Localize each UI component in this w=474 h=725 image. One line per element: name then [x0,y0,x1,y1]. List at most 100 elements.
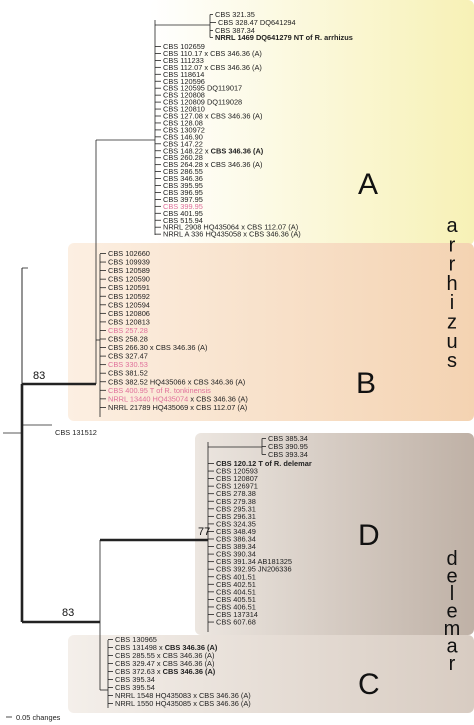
taxon-label: CBS 390.34 [216,550,256,559]
taxon-label: CBS 130972 [163,125,205,134]
taxon-label: CBS 346.36 [163,174,203,183]
taxon-label: CBS 386.34 [216,535,256,544]
taxon-label: CBS 405.51 [216,595,256,604]
taxon-label: CBS 111233 [163,56,204,65]
taxon-label: CBS 120590 [108,275,150,284]
taxon-label: CBS 264.28 x CBS 346.36 (A) [163,160,262,169]
species-letter: e [446,566,457,588]
taxon-label: CBS 128.08 [163,118,203,127]
taxon-label: CBS 278.38 [216,489,256,498]
taxon-label: CBS 148.22 x CBS 346.36 (A) [163,146,264,155]
taxon-label: NRRL 1548 HQ435083 x CBS 346.36 (A) [115,691,251,700]
taxon-label: CBS 120594 [108,300,150,309]
taxon-label-outlier: CBS 131512 [55,428,97,437]
clade-b-background [68,243,474,421]
taxon-label: CBS 406.51 [216,602,256,611]
taxon-label: CBS 515.94 [163,216,203,225]
species-letter: l [450,583,454,605]
taxon-label: CBS 120591 [108,283,150,292]
taxon-label: CBS 120806 [108,309,150,318]
species-letter: s [447,350,457,372]
support-value-clade-d: 77 [198,526,210,538]
taxon-label: CBS 391.34 AB181325 [216,557,292,566]
taxon-label: CBS 401.95 [163,209,203,218]
species-letter: z [447,312,457,334]
taxon-label: CBS 295.31 [216,504,256,513]
taxon-label: CBS 120593 [216,467,258,476]
taxon-label: CBS 395.95 [163,181,203,190]
species-letter: r [449,234,456,256]
clade-c-background [68,635,474,713]
taxon-label: CBS 327.47 [108,352,148,361]
taxon-label: CBS 392.95 JN206336 [216,565,292,574]
taxon-label: CBS 387.34 [215,26,255,35]
support-value-delemar: 83 [62,607,74,619]
taxon-label: NRRL 1550 HQ435085 x CBS 346.36 (A) [115,699,251,708]
clade-label-a: A [358,168,378,201]
taxon-label-part: CBS 148.22 x [163,146,211,155]
taxon-label: CBS 120807 [216,474,258,483]
taxon-label: CBS 120592 [108,292,150,301]
taxon-label: CBS 266.30 x CBS 346.36 (A) [108,343,207,352]
taxon-label-part: NRRL 13440 HQ435074 [108,394,188,403]
taxon-label: CBS 324.35 [216,519,256,528]
taxon-label: NRRL 21789 HQ435069 x CBS 112.07 (A) [108,403,247,412]
taxon-label: CBS 120809 DQ119028 [163,98,242,107]
taxon-label-part: CBS 346.36 (A) [165,643,218,652]
species-letter: m [444,618,461,640]
taxon-label: CBS 102660 [108,249,150,258]
taxon-label: CBS 285.55 x CBS 346.36 (A) [115,651,214,660]
taxon-label-part: CBS 346.36 (A) [163,667,216,676]
taxon-label: CBS 120813 [108,317,150,326]
taxon-label: CBS 127.08 x CBS 346.36 (A) [163,112,262,121]
taxon-label: CBS 147.22 [163,139,203,148]
taxon-label: CBS 395.54 [115,683,155,692]
taxon-label: NRRL 2908 HQ435064 x CBS 112.07 (A) [163,223,298,232]
taxon-label-part: CBS 372.63 x [115,667,163,676]
taxon-label: CBS 402.51 [216,580,256,589]
taxon-label: CBS 120.12 T of R. delemar [216,459,312,468]
taxon-label: CBS 607.68 [216,618,256,627]
tree-branches [3,20,209,708]
taxon-label: CBS 399.95 [163,202,203,211]
taxon-label: CBS 258.28 [108,335,148,344]
taxon-label: CBS 120595 DQ119017 [163,84,242,93]
taxon-label: CBS 120810 [163,105,205,114]
scale-label: 0.05 changes [16,713,61,722]
clade-a-background [150,0,474,245]
clade-label-b: B [356,367,376,400]
clade-label-d: D [358,519,380,552]
taxon-label: CBS 382.52 HQ435066 x CBS 346.36 (A) [108,377,245,386]
taxon-label: CBS 120596 [163,77,205,86]
taxon-label: CBS 321.35 [215,10,255,19]
species-letter: i [450,292,454,314]
species-label-delemar: delemar [444,548,461,675]
taxon-label-part: CBS 346.36 (A) [211,146,264,155]
taxon-label: CBS 137314 [216,610,258,619]
species-letter: a [446,636,458,658]
taxon-label: CBS 389.34 [216,542,256,551]
taxon-label: CBS 279.38 [216,497,256,506]
taxon-label: CBS 120808 [163,91,205,100]
species-letter: u [446,331,457,353]
species-letter: a [446,215,458,237]
taxon-label: CBS 396.95 [163,188,203,197]
taxon-label: CBS 110.17 x CBS 346.36 (A) [163,49,262,58]
taxon-label: CBS 400.95 T of R. tonkinensis [108,386,211,395]
taxon-label: NRRL 13440 HQ435074 x CBS 346.36 (A) [108,394,248,403]
clade-label-c: C [358,668,380,701]
taxon-label: CBS 257.28 [108,326,148,335]
taxon-label: CBS 329.47 x CBS 346.36 (A) [115,659,214,668]
taxon-label: CBS 372.63 x CBS 346.36 (A) [115,667,216,676]
taxon-label: CBS 286.55 [163,167,203,176]
taxon-label: CBS 130965 [115,635,157,644]
taxon-label: CBS 385.34 [268,434,308,443]
taxon-label: CBS 330.53 [108,360,148,369]
taxon-label: CBS 112.07 x CBS 346.36 (A) [163,63,262,72]
species-letter: e [446,601,457,623]
taxon-label: CBS 109939 [108,258,150,267]
